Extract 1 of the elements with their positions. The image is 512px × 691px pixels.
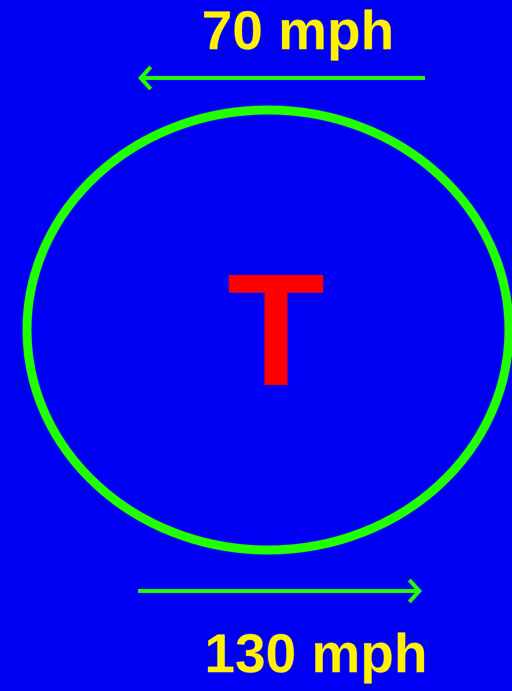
speed-label: 130 mph xyxy=(208,632,424,684)
